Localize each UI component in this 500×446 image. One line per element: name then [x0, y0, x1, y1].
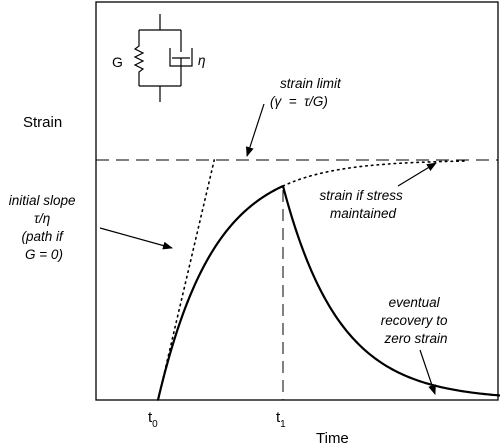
y-axis-label: Strain [23, 114, 62, 131]
strain-if-maintained-curve [282, 160, 466, 187]
annotation-strain-limit: strain limit [280, 76, 342, 91]
annotation-strain-if-maintained: strain if stress maintained [319, 188, 406, 221]
arrow-strain-limit [245, 103, 265, 157]
x-tick-t1: t1 [276, 409, 286, 430]
annotation-eventual-recovery: eventual recovery to zero strain [381, 295, 452, 346]
arrow-strain-if-maintained [397, 162, 437, 187]
annotation-initial-slope: initial slope τ/η (path if G = 0) [9, 193, 80, 262]
arrow-initial-slope [99, 227, 173, 250]
spring-icon [133, 30, 145, 86]
arrow-eventual-recovery [419, 349, 436, 395]
annotation-strain-limit-formula: (γ = τ/G) [270, 94, 328, 109]
x-axis-label: Time [316, 430, 349, 446]
spring-label-g: G [112, 54, 123, 70]
dashpot-icon [169, 30, 193, 86]
x-tick-t0: t0 [148, 409, 158, 430]
kelvin-voigt-model-diagram [133, 14, 193, 102]
creep-curve [156, 185, 284, 401]
dashpot-label-eta: η [198, 53, 206, 68]
recovery-curve [281, 185, 500, 397]
plot-frame [95, 1, 499, 401]
